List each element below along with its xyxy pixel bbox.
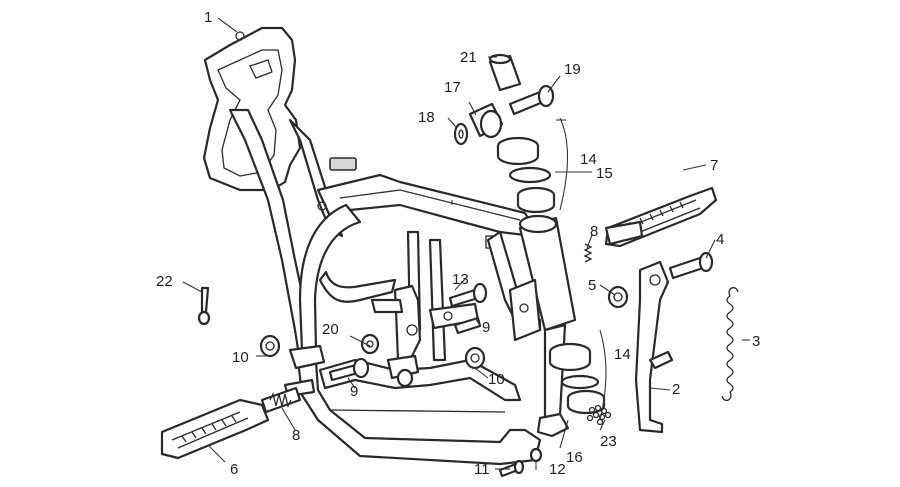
callout-8b: 8 [292,427,300,444]
callout-10a: 10 [232,349,249,366]
side-stand [634,260,674,434]
callout-3: 3 [752,333,760,350]
nut [259,333,486,388]
callout-12: 12 [549,461,566,478]
callout-2: 2 [672,381,680,398]
callout-4: 4 [716,231,724,248]
frame [202,26,577,466]
callout-8a: 8 [590,223,598,240]
callout-18: 18 [418,109,435,126]
callout-5: 5 [588,277,596,294]
callout-11: 11 [474,461,490,478]
callout-19: 19 [564,61,581,78]
callout-14a: 14 [580,151,597,168]
washer [529,447,543,463]
right-footrest [604,186,718,248]
callout-16: 16 [566,449,583,466]
callout-15: 15 [596,165,613,182]
callout-9b: 9 [350,383,358,400]
callout-13: 13 [452,271,469,288]
stand-spring [721,287,739,401]
callout-labels: 1 2 3 4 5 6 7 8 8 9 9 10 10 11 12 13 14 … [156,9,760,478]
footrest-spring [583,243,593,263]
callout-21: 21 [460,49,477,66]
balls [586,404,612,426]
split-pin [197,286,211,326]
callout-9a: 9 [482,319,490,336]
stand-bolt [668,251,714,280]
callout-1: 1 [204,9,212,26]
callout-7: 7 [710,157,718,174]
callout-17: 17 [444,79,461,96]
callout-20: 20 [322,321,339,338]
callout-14b: 14 [614,346,631,363]
screw [498,459,525,478]
left-footrest [160,386,302,460]
bolt [328,282,488,382]
footrest-spring [269,392,292,408]
spacer-roller [468,102,504,139]
callout-23: 23 [600,433,617,450]
stand-nut [607,285,629,309]
callout-6: 6 [230,461,238,478]
callout-10b: 10 [488,371,505,388]
leader-lines [182,17,750,470]
sleeve [488,53,522,92]
bushing [548,342,606,415]
callout-22: 22 [156,273,173,290]
washer-small [453,122,469,146]
silentblock [496,136,556,214]
engine-bolt [508,84,555,116]
